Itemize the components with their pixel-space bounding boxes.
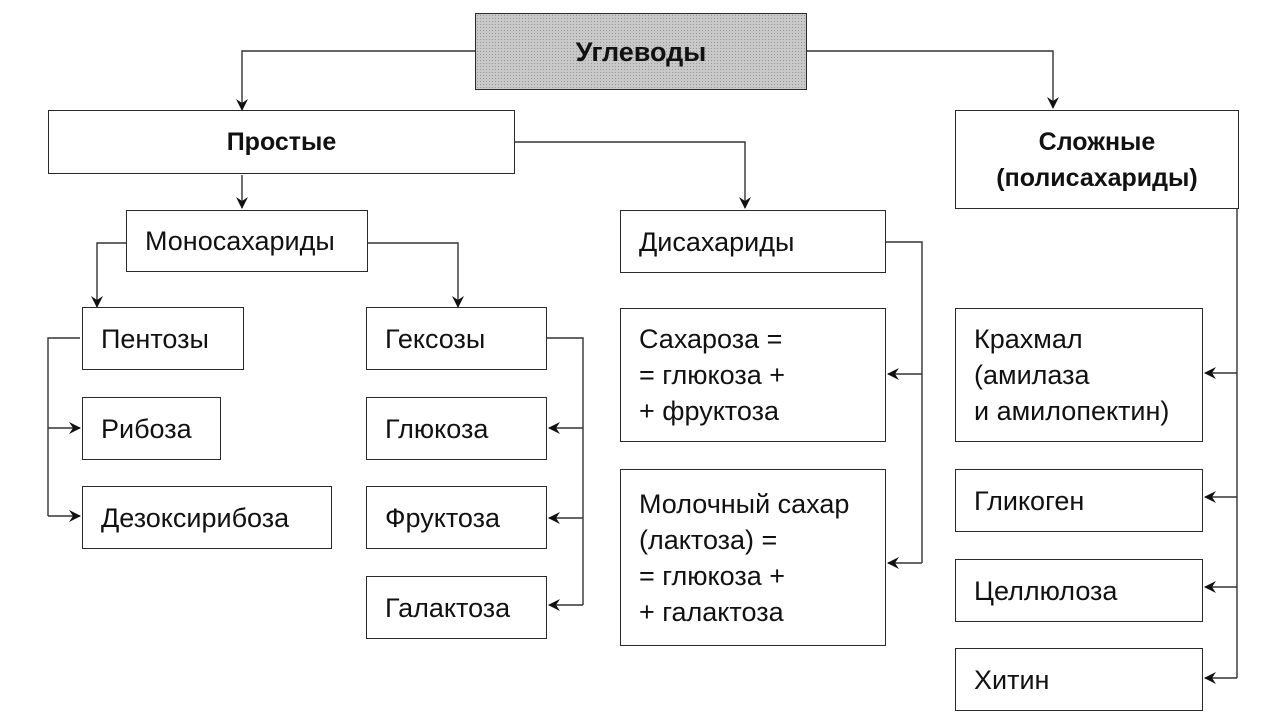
simple-label: Простые <box>226 128 337 156</box>
node-ribose: Рибоза <box>82 397 221 460</box>
node-chitin: Хитин <box>955 648 1203 711</box>
fructose-label: Фруктоза <box>385 502 501 533</box>
node-lactose: Молочный сахар (лактоза) = = глюкоза + +… <box>620 469 886 646</box>
glycogen-label: Гликоген <box>974 485 1085 516</box>
line-hexoses-branch <box>547 337 584 605</box>
glucose-label: Глюкоза <box>385 413 489 444</box>
arrow-root-to-complex <box>806 50 1059 109</box>
node-fructose: Фруктоза <box>366 486 547 549</box>
arrow-simple-to-di <box>515 141 751 209</box>
node-cellulose: Целлюлоза <box>955 559 1203 622</box>
arrow-mono-to-pentoses <box>91 242 126 308</box>
chitin-label: Хитин <box>974 664 1050 695</box>
arrow-root-to-simple <box>236 50 476 111</box>
node-glucose: Глюкоза <box>366 397 547 460</box>
root-label: Углеводы <box>575 36 707 67</box>
galactose-label: Галактоза <box>385 592 511 623</box>
sucrose-label: Сахароза = = глюкоза + + фруктоза <box>639 324 786 426</box>
node-galactose: Галактоза <box>366 576 547 639</box>
line-pentoses-branch <box>47 337 80 516</box>
node-glycogen: Гликоген <box>955 469 1203 532</box>
root-node-carbohydrates: Углеводы <box>475 13 807 90</box>
complex-label: Сложные (полисахариды) <box>996 127 1198 192</box>
pentoses-label: Пентозы <box>101 323 209 354</box>
lactose-label: Молочный сахар (лактоза) = = глюкоза + +… <box>639 488 850 627</box>
starch-label: Крахмал (амилаза и амилопектин) <box>974 324 1170 426</box>
deoxyribose-label: Дезоксирибоза <box>101 502 290 533</box>
node-hexoses: Гексозы <box>366 307 547 370</box>
node-complex: Сложные (полисахариды) <box>955 110 1239 209</box>
hexoses-label: Гексозы <box>385 323 486 354</box>
node-disaccharides: Дисахариды <box>620 210 886 273</box>
cellulose-label: Целлюлоза <box>974 575 1118 606</box>
node-monosaccharides: Моносахариды <box>126 210 368 272</box>
node-deoxyribose: Дезоксирибоза <box>82 486 332 549</box>
node-pentoses: Пентозы <box>82 307 244 370</box>
node-sucrose: Сахароза = = глюкоза + + фруктоза <box>620 308 886 442</box>
line-di-branch <box>886 241 923 563</box>
di-label: Дисахариды <box>639 226 795 257</box>
node-starch: Крахмал (амилаза и амилопектин) <box>955 308 1203 442</box>
mono-label: Моносахариды <box>145 226 335 256</box>
arrow-mono-to-hexoses <box>367 242 464 308</box>
node-simple: Простые <box>48 110 515 174</box>
ribose-label: Рибоза <box>101 413 192 444</box>
